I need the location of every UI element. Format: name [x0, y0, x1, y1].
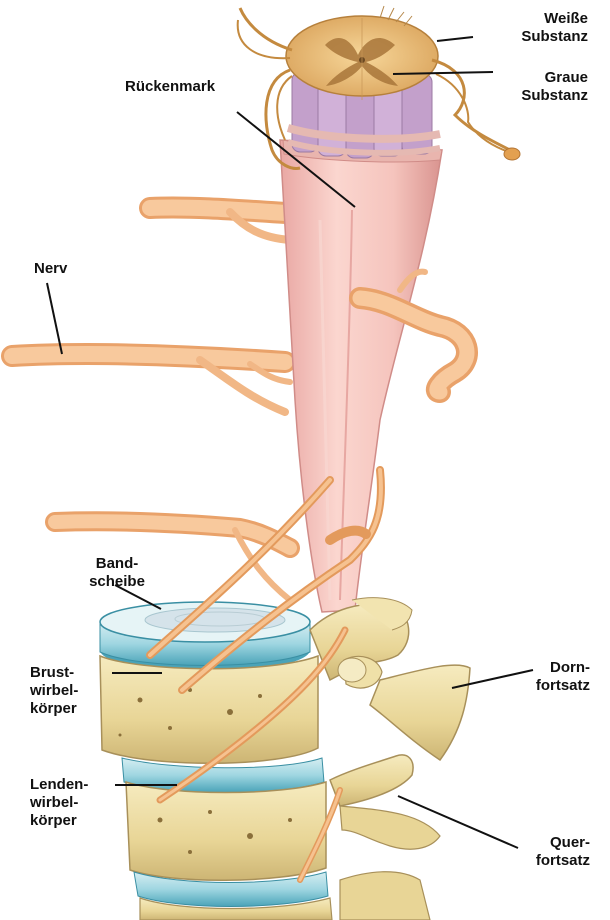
label-line: Weiße — [478, 10, 588, 28]
label-rueckenmark: Rückenmark — [125, 78, 215, 96]
label-weisse-substanz: Weiße Substanz — [478, 10, 588, 46]
label-bandscheibe: Band- scheibe — [82, 555, 152, 591]
lumbar-vertebral-body — [126, 782, 326, 880]
label-line: scheibe — [82, 573, 152, 591]
label-line: Brust- — [30, 664, 78, 682]
leader-weisse-substanz — [437, 37, 473, 41]
label-querfortsatz: Quer- fortsatz — [500, 834, 590, 870]
label-lendenwirbelkoerper: Lenden- wirbel- körper — [30, 776, 88, 830]
label-dornfortsatz: Dorn- fortsatz — [500, 659, 590, 695]
label-line: Graue — [478, 69, 588, 87]
label-line: Rückenmark — [125, 78, 215, 96]
label-line: wirbel- — [30, 794, 88, 812]
label-brustwirbelkoerper: Brust- wirbel- körper — [30, 664, 78, 718]
transverse-process — [330, 755, 440, 849]
label-graue-substanz: Graue Substanz — [478, 69, 588, 105]
label-line: fortsatz — [500, 677, 590, 695]
label-line: Nerv — [34, 260, 67, 278]
label-line: körper — [30, 812, 88, 830]
label-nerv: Nerv — [34, 260, 67, 278]
label-line: wirbel- — [30, 682, 78, 700]
label-line: Substanz — [478, 28, 588, 46]
leader-nerv — [47, 283, 62, 354]
label-line: körper — [30, 700, 78, 718]
label-line: fortsatz — [500, 852, 590, 870]
label-line: Substanz — [478, 87, 588, 105]
label-line: Dorn- — [500, 659, 590, 677]
upper-left-nerve — [150, 207, 300, 240]
label-line: Lenden- — [30, 776, 88, 794]
spinous-process — [338, 656, 470, 760]
middle-left-nerve — [12, 354, 290, 412]
label-line: Band- — [82, 555, 152, 573]
label-line: Quer- — [500, 834, 590, 852]
spinal-cord — [280, 140, 442, 612]
